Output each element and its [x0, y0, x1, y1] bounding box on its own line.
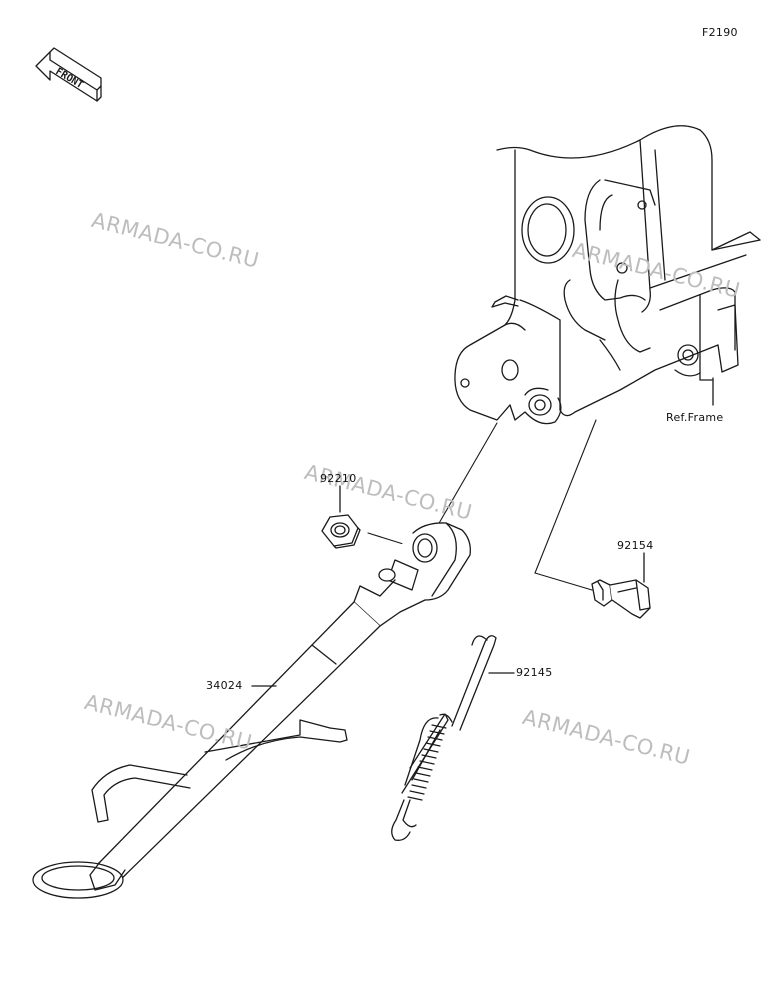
assembly-guide-lines — [367, 419, 597, 591]
side-stand-34024 — [32, 522, 471, 899]
figure-code: F2190 — [702, 26, 738, 39]
part-number-92145: 92145 — [516, 666, 553, 679]
ref-frame-label: Ref.Frame — [666, 411, 724, 424]
part-number-92154: 92154 — [617, 539, 654, 552]
bolt-92154 — [591, 579, 651, 619]
front-arrow-label: FRONT — [53, 66, 84, 91]
part-number-92210: 92210 — [320, 472, 357, 485]
front-arrow-icon: FRONT — [35, 47, 102, 102]
spring-92145 — [391, 635, 497, 841]
frame-outline — [454, 125, 761, 425]
nut-92210 — [321, 514, 361, 549]
part-number-34024: 34024 — [206, 679, 243, 692]
